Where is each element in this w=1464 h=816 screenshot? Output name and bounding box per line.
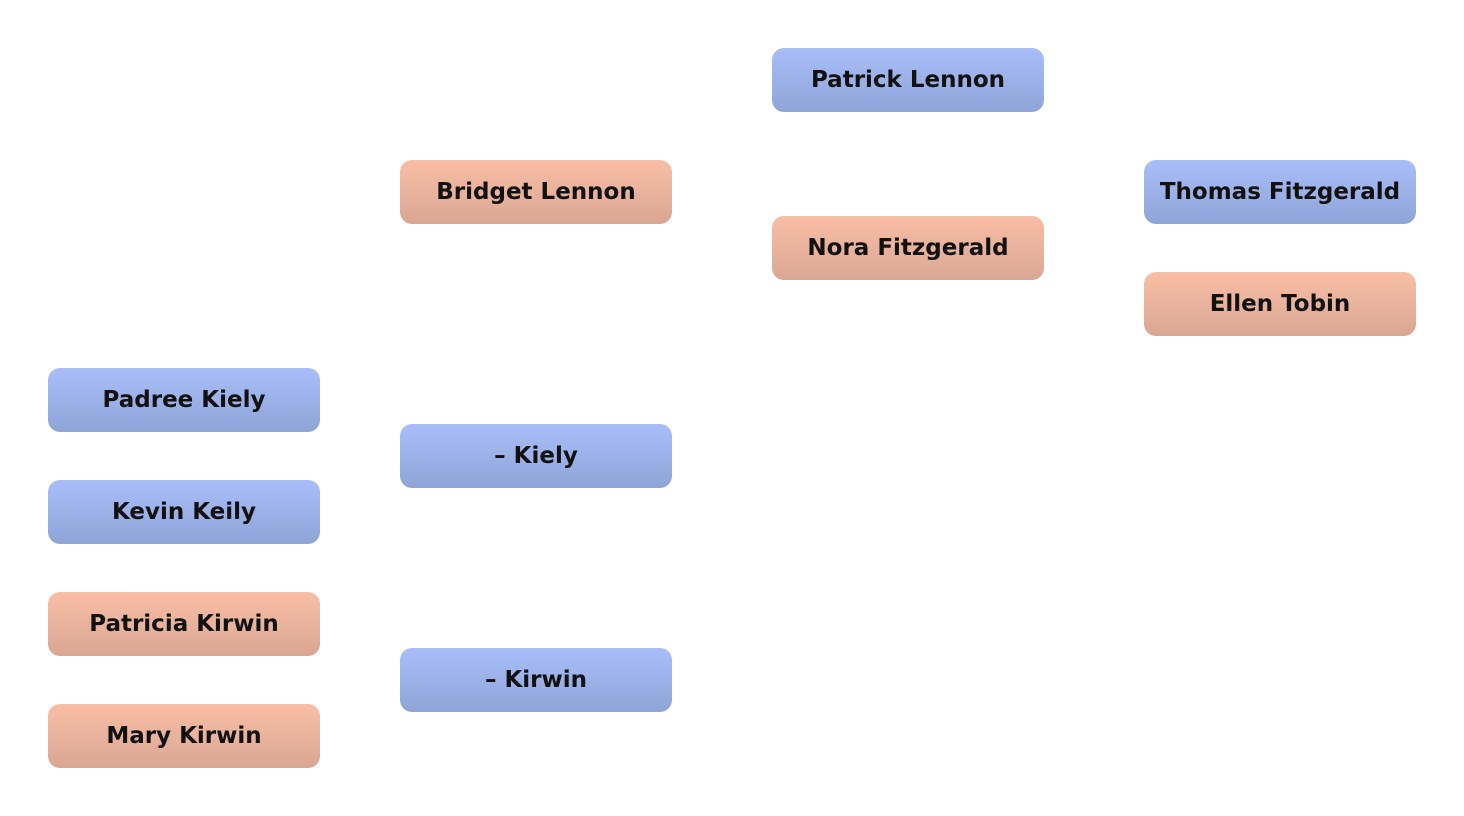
person-name: Nora Fitzgerald <box>807 235 1009 261</box>
person-node-bridget-lennon[interactable]: Bridget Lennon <box>400 160 672 224</box>
person-name: Bridget Lennon <box>436 179 636 205</box>
person-name: – Kirwin <box>484 667 588 693</box>
person-name: Thomas Fitzgerald <box>1159 179 1401 205</box>
person-name: – Kiely <box>494 443 578 469</box>
person-name: Mary Kirwin <box>106 723 262 749</box>
person-node-kiely[interactable]: – Kiely <box>400 424 672 488</box>
person-name: Padree Kiely <box>102 387 266 413</box>
person-name: Kevin Keily <box>111 499 257 525</box>
person-node-ellen-tobin[interactable]: Ellen Tobin <box>1144 272 1416 336</box>
person-node-mary-kirwin[interactable]: Mary Kirwin <box>48 704 320 768</box>
person-node-patricia-kirwin[interactable]: Patricia Kirwin <box>48 592 320 656</box>
person-node-kevin-keily[interactable]: Kevin Keily <box>48 480 320 544</box>
person-name: Patricia Kirwin <box>89 611 279 637</box>
person-name: Ellen Tobin <box>1209 291 1351 317</box>
person-node-patrick-lennon[interactable]: Patrick Lennon <box>772 48 1044 112</box>
person-name: Patrick Lennon <box>810 67 1006 93</box>
person-node-thomas-fitzgerald[interactable]: Thomas Fitzgerald <box>1144 160 1416 224</box>
person-node-nora-fitzgerald[interactable]: Nora Fitzgerald <box>772 216 1044 280</box>
person-node-kirwin[interactable]: – Kirwin <box>400 648 672 712</box>
person-node-padree-kiely[interactable]: Padree Kiely <box>48 368 320 432</box>
